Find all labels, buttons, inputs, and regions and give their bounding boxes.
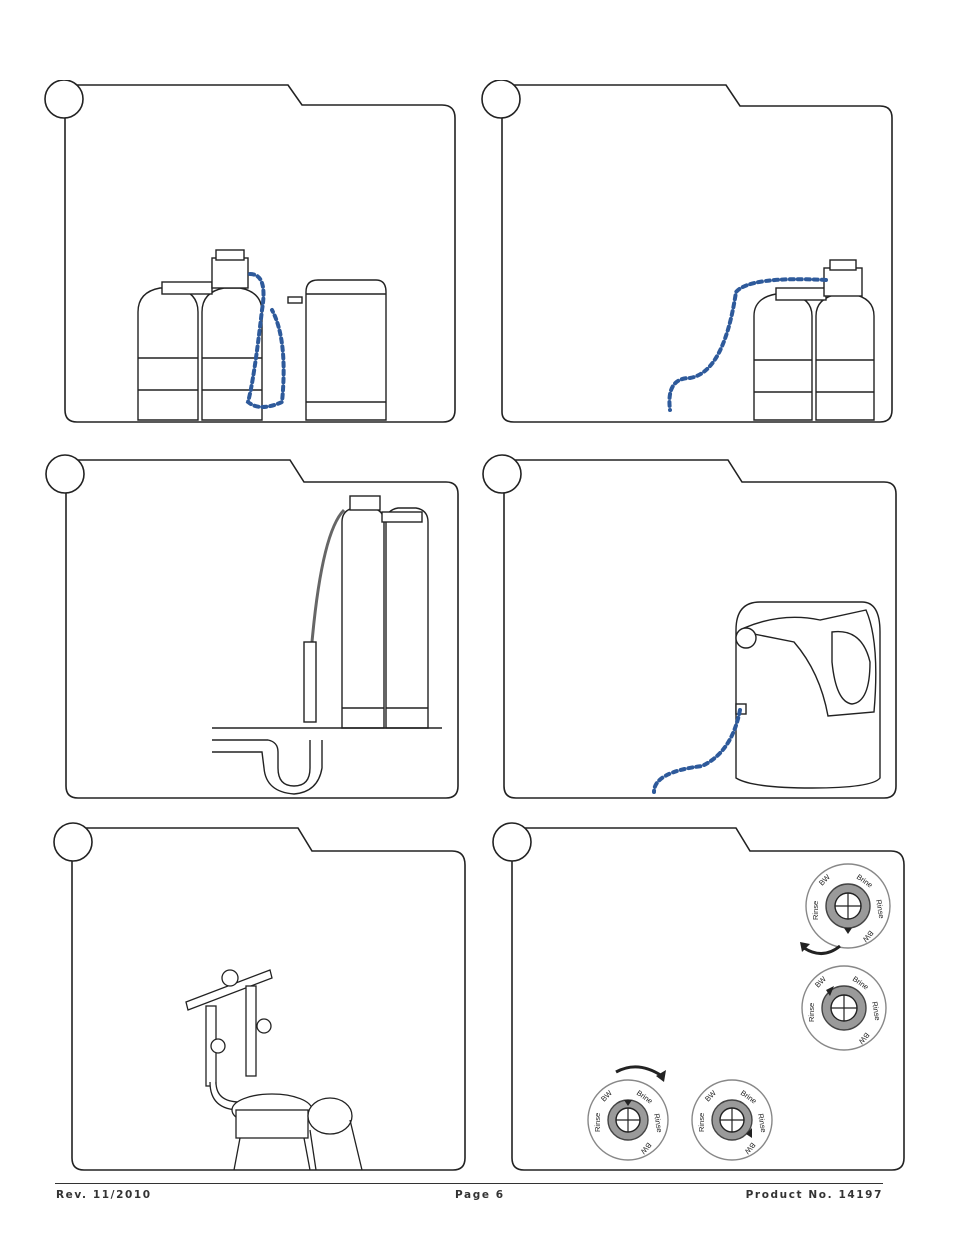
footer-revision: Rev. 11/2010: [56, 1189, 152, 1201]
dial-label: Rinse: [811, 901, 820, 920]
dial-label: Rinse: [697, 1113, 706, 1132]
step-number-circle: [483, 455, 521, 493]
softener-cabinet-illustration: [736, 602, 880, 788]
drain-hose-dotted: [654, 710, 740, 792]
dial-label: Rinse: [593, 1113, 602, 1132]
control-dial[interactable]: BW Brine Rinse BW Rinse: [692, 1080, 772, 1160]
dial-label: Rinse: [807, 1003, 816, 1022]
rotate-arrow-icon: [804, 946, 840, 954]
filter-tanks-illustration: [138, 250, 262, 420]
control-dial[interactable]: BW Brine Rinse BW Rinse: [806, 864, 890, 948]
step-number-circle: [493, 823, 531, 861]
step-number-circle: [54, 823, 92, 861]
step-number-circle: [46, 455, 84, 493]
step-panel-5: [50, 820, 470, 1175]
footer-product-number: Product No. 14197: [746, 1189, 883, 1201]
sink-drain-illustration: [212, 728, 442, 794]
drain-pipe-vertical: [304, 642, 316, 722]
step-number-circle: [45, 80, 83, 118]
step-panel-2: [480, 80, 900, 430]
step-panel-3: [42, 452, 462, 804]
control-dial[interactable]: BW Brine Rinse BW Rinse: [588, 1080, 668, 1160]
brine-tank-illustration: [288, 280, 386, 420]
filter-tanks-illustration: [342, 496, 428, 728]
page-footer: Rev. 11/2010 Page 6 Product No. 14197: [55, 1183, 883, 1206]
step-panel-4: [482, 452, 902, 804]
filter-tanks-illustration: [754, 260, 874, 420]
step-number-circle: [482, 80, 520, 118]
rotate-arrow-icon: [616, 1067, 662, 1076]
step-panel-1: [40, 80, 460, 430]
step-panel-6: BW Brine Rinse BW Rinse BW Brine Rinse B…: [488, 820, 908, 1175]
drain-line: [312, 510, 344, 642]
bypass-plumbing-illustration: [186, 970, 362, 1170]
control-dial[interactable]: BW Brine Rinse BW Rinse: [802, 966, 886, 1050]
footer-page-number: Page 6: [455, 1189, 505, 1201]
